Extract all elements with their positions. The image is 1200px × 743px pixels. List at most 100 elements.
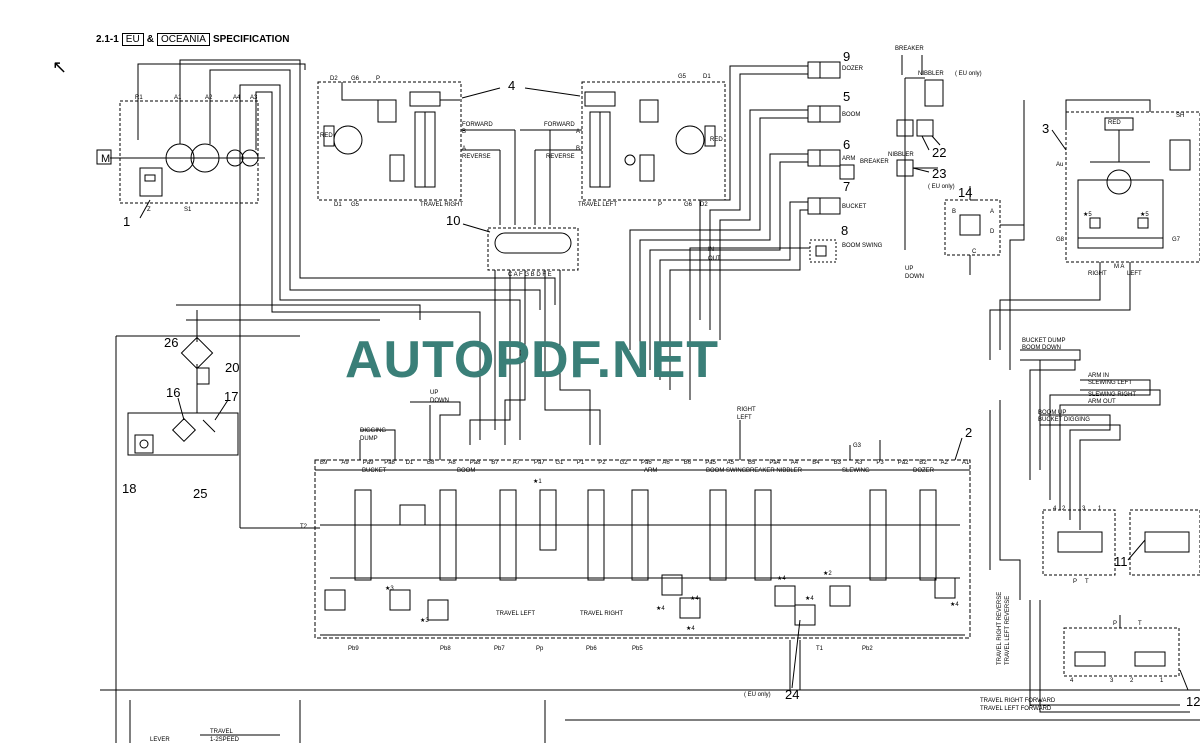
star-1: ★1 (533, 478, 542, 485)
cv-bottom-pb7: Pb7 (494, 646, 505, 652)
tr-name: TRAVEL RIGHT (420, 202, 463, 208)
pl-g3: G3 (853, 443, 862, 449)
callout-6: 6 (843, 137, 850, 152)
pl-travel-right-forward: TRAVEL RIGHT FORWARD (980, 698, 1056, 704)
slew-right: RIGHT (1088, 271, 1107, 277)
callout-11: 11 (1114, 554, 1128, 569)
cv-port-g2: G2 (620, 460, 629, 466)
mouse-cursor-icon: ↖ (52, 57, 68, 77)
callout-10: 10 (446, 213, 460, 228)
swivel-ports: C A F G B D F E (508, 272, 552, 278)
tl-name: TRAVEL LEFT (578, 202, 617, 208)
v11-t: T (1085, 579, 1089, 585)
left-hydraulic-components (115, 304, 421, 743)
star-4a: ★4 (656, 605, 665, 612)
tr-g6: G6 (351, 76, 360, 82)
cv-port-a6: A6 (662, 460, 670, 466)
tr-p: P (376, 76, 380, 82)
slewing-motor (1065, 111, 1200, 263)
callout-4: 4 (508, 78, 515, 93)
port-a3: A3 (250, 95, 258, 101)
port-a2: A2 (205, 95, 213, 101)
label-in: IN (708, 247, 714, 253)
control-valve-block (314, 459, 971, 639)
ampersand: & (146, 34, 154, 45)
pl-up: UP (430, 390, 438, 396)
pl-slewing-left: SLEWING LEFT (1088, 380, 1132, 386)
cv-port-b4: B4 (812, 460, 820, 466)
callout-17: 17 (224, 389, 238, 404)
tl-d2: D2 (700, 202, 708, 208)
cyl-boom-swing: BOOM SWING (842, 243, 883, 249)
v12-p2: 2 (1130, 678, 1134, 684)
cv-port-pa8: Pa8' (384, 460, 396, 466)
v14-b: B (952, 209, 956, 215)
breaker-top: BREAKER (895, 46, 924, 52)
swivel-joint (487, 227, 579, 271)
star-4e: ★4 (950, 601, 959, 608)
v12-p1: 1 (1160, 678, 1164, 684)
callout-2: 2 (965, 425, 972, 440)
cv-port-b5: B5 (748, 460, 756, 466)
eu-only-1: ( EU only) (955, 71, 982, 77)
v11-p1: 1 (1098, 506, 1102, 512)
v11-p3: 3 (1082, 506, 1086, 512)
pilot-valve-11 (1042, 509, 1200, 576)
cv-travel-right: TRAVEL RIGHT (580, 611, 623, 617)
cylinder-group (807, 61, 841, 263)
cv-port-b2: B2 (919, 460, 927, 466)
cv-boom: BOOM (457, 468, 475, 474)
v11-p4: 4 (1053, 506, 1057, 512)
cv-bottom-pb6: Pb6 (586, 646, 597, 652)
pl-travel-right-reverse: TRAVEL RIGHT REVERSE (997, 592, 1003, 665)
star-4d: ★4 (805, 595, 814, 602)
cv-arm: ARM (644, 468, 657, 474)
cv-port-a1: A1 (962, 460, 970, 466)
cv-bottom-pb5: Pb5 (632, 646, 643, 652)
cv-port-pa5: Pa5 (705, 460, 716, 466)
cv-port-pa9: Pa9 (363, 460, 374, 466)
callout-14: 14 (958, 185, 972, 200)
slew-g7: G7 (1172, 237, 1181, 243)
tl-red: RED (710, 137, 723, 143)
slew-star5a: ★5 (1083, 211, 1092, 218)
oceania-box: OCEANIA (156, 33, 210, 46)
cv-bottom-t1: T1 (816, 646, 824, 652)
cv-slewing: SLEWING (842, 468, 870, 474)
cv-port-b6: B6 (684, 460, 692, 466)
label-lever: LEVER (150, 737, 170, 743)
tl-forward: FORWARD (544, 122, 575, 128)
tl-g6: G6 (684, 202, 693, 208)
slew-star5b: ★5 (1140, 211, 1149, 218)
star-3a: ★3 (385, 585, 394, 592)
callout-20: 20 (225, 360, 239, 375)
port-r1: R1 (135, 95, 143, 101)
breaker-mid: BREAKER (860, 159, 889, 165)
cv-port-a5: A5 (727, 460, 735, 466)
slew-g8: G8 (1056, 237, 1065, 243)
cv-port-b9: B9 (320, 460, 328, 466)
cv-boom-swing: BOOM SWING (706, 468, 747, 474)
pl-bucket-dump: BUCKET DUMP (1022, 338, 1066, 344)
callout-3: 3 (1042, 121, 1049, 136)
cv-port-a2: A2 (941, 460, 949, 466)
pl-digging: DIGGING (360, 428, 386, 434)
star-2: ★2 (823, 570, 832, 577)
cv-port-b8: B8 (427, 460, 435, 466)
v14-a: A (990, 209, 994, 215)
slew-red: RED (1108, 120, 1121, 126)
label-out: OUT (708, 256, 721, 262)
tr-forward: FORWARD (462, 122, 493, 128)
travel-left-motor (520, 81, 726, 201)
pl-slewing-right: SLEWING RIGHT (1088, 392, 1136, 398)
cyl-arm: ARM (842, 156, 855, 162)
pl-arm-in: ARM IN (1088, 373, 1109, 379)
pl-boom-down: BOOM DOWN (1022, 345, 1061, 351)
eu-only-2: ( EU only) (928, 184, 955, 190)
watermark: AUTOPDF.NET (345, 331, 720, 389)
star-4b: ★4 (686, 625, 695, 632)
star-3b: ★3 (420, 617, 429, 624)
port-s1: S1 (184, 207, 192, 213)
cv-bucket: BUCKET (362, 468, 387, 474)
